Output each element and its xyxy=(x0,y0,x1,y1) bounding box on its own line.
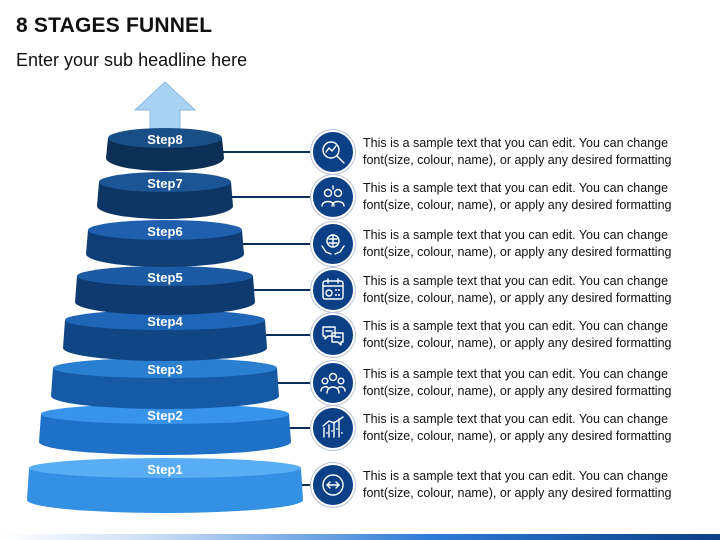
stage-label: Step7 xyxy=(147,176,182,191)
funnel-stage-1: Step1 xyxy=(27,458,303,513)
stage-label: Step6 xyxy=(147,224,182,239)
up-arrow xyxy=(133,81,197,133)
stage-top xyxy=(41,404,289,424)
stage-description: This is a sample text that you can edit.… xyxy=(363,181,672,212)
stage-side xyxy=(75,276,255,315)
stage-description: This is a sample text that you can edit.… xyxy=(363,367,672,398)
horizontal-arrows-icon xyxy=(311,463,355,507)
stage-description: This is a sample text that you can edit.… xyxy=(363,469,672,500)
page-title: 8 STAGES FUNNEL xyxy=(16,14,213,37)
stage-description: This is a sample text that you can edit.… xyxy=(363,319,672,350)
funnel-stage-5: Step5 xyxy=(75,266,255,315)
stage-label: Step8 xyxy=(147,132,182,147)
funnel-stage-2: Step2 xyxy=(39,404,291,455)
stage-top xyxy=(65,310,265,330)
stage-label: Step5 xyxy=(147,270,182,285)
stage-description: This is a sample text that you can edit.… xyxy=(363,412,672,443)
team-users-icon xyxy=(311,175,355,219)
stage-top xyxy=(53,358,277,378)
stage-side xyxy=(97,182,233,219)
stage-side xyxy=(51,368,279,409)
stage-label: Step1 xyxy=(147,462,182,477)
funnel-stage-3: Step3 xyxy=(51,358,279,409)
stage-description: This is a sample text that you can edit.… xyxy=(363,136,672,167)
stage-side xyxy=(27,468,303,513)
brain-hands-icon xyxy=(311,222,355,266)
analytics-magnifier-icon xyxy=(311,130,355,174)
funnel-stage-7: Step7 xyxy=(97,172,233,219)
stage-label: Step4 xyxy=(147,314,183,329)
stage-label: Step3 xyxy=(147,362,182,377)
stage-side xyxy=(86,230,244,267)
stage-label: Step2 xyxy=(147,408,182,423)
stage-top xyxy=(108,128,222,148)
stage-side xyxy=(39,414,291,455)
stage-top xyxy=(99,172,231,192)
calendar-gear-icon xyxy=(311,268,355,312)
funnel-stage-6: Step6 xyxy=(86,220,244,267)
stage-description: This is a sample text that you can edit.… xyxy=(363,228,672,259)
growth-chart-icon xyxy=(311,406,355,450)
bottom-accent-bar xyxy=(0,534,720,540)
group-people-icon xyxy=(311,361,355,405)
stage-top xyxy=(77,266,253,286)
funnel-stage-8: Step8 xyxy=(106,128,224,171)
chat-bubbles-icon xyxy=(311,313,355,357)
stage-top xyxy=(88,220,242,240)
stage-description: This is a sample text that you can edit.… xyxy=(363,274,672,305)
funnel-stage-4: Step4 xyxy=(63,310,267,361)
stage-side xyxy=(63,320,267,361)
stage-top xyxy=(29,458,301,478)
page-subtitle: Enter your sub headline here xyxy=(16,50,248,70)
